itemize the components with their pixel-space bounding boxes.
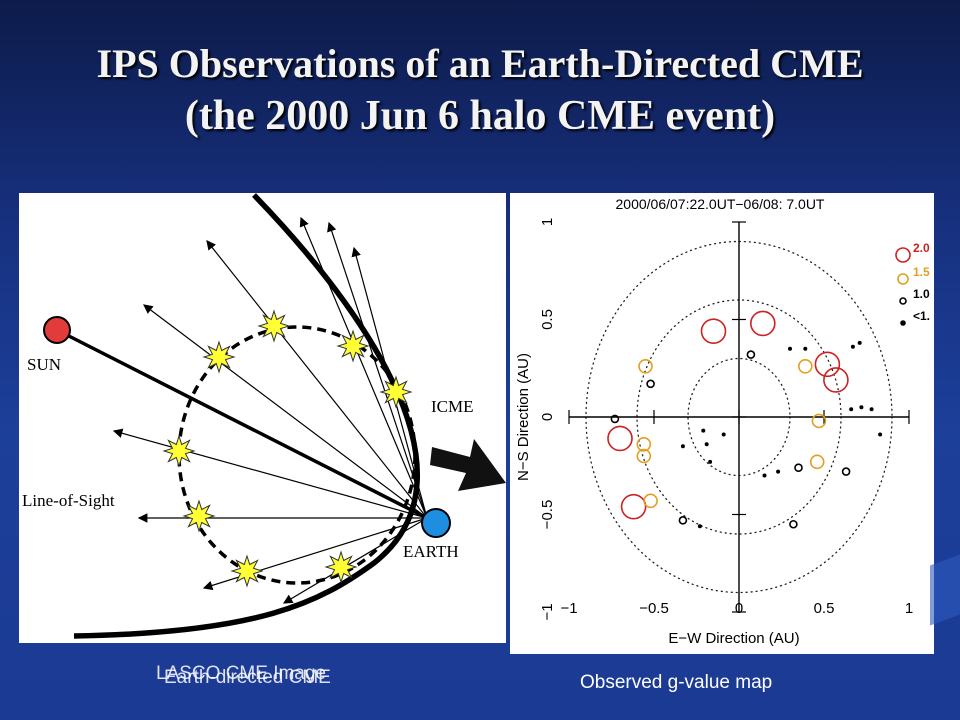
legend-marker (895, 247, 911, 263)
ips-star-icon (379, 375, 413, 409)
g-value-point (797, 359, 813, 374)
g-value-point (680, 444, 685, 449)
g-value-point (750, 310, 776, 337)
g-value-point (841, 467, 851, 476)
earth-icon (421, 508, 451, 538)
y-tick-label: 0 (539, 413, 556, 421)
map-ticks: −1 1 −0.5 0.5 0 0 0.5 −0.5 1 −1 (539, 218, 913, 621)
ips-star-icon (230, 554, 264, 588)
map-legend: 2.0 1.5 1.0 <1. (895, 241, 930, 326)
y-tick-label: −0.5 (539, 500, 556, 530)
g-value-point (636, 437, 652, 452)
y-tick-label: −1 (539, 603, 556, 620)
map-ylabel: N−S Direction (AU) (515, 353, 532, 481)
map-header: 2000/06/07:22.0UT−06/08: 7.0UT (616, 196, 825, 212)
sun-earth-line (56, 328, 428, 520)
ips-stars (162, 309, 413, 588)
legend-label: <1. (913, 309, 930, 323)
cme-schematic-diagram: SUN EARTH ICME Line-of-Sight (22, 193, 474, 639)
g-value-point (788, 346, 792, 351)
sun-label: SUN (27, 355, 61, 374)
icme-label: ICME (431, 397, 474, 416)
g-value-point (721, 432, 726, 437)
g-value-point (762, 473, 767, 478)
legend-label: 1.5 (913, 265, 930, 279)
g-value-map-chart: 2000/06/07:22.0UT−06/08: 7.0UT −1 1 −0.5 0.… (515, 196, 930, 647)
map-points (607, 310, 883, 529)
sun-icon (43, 316, 71, 344)
ray-line (327, 221, 428, 519)
decorative-shape (930, 554, 960, 626)
ray-line (143, 304, 428, 519)
caption-lasco: LASCO CME Image (156, 663, 326, 684)
g-value-point (789, 519, 798, 529)
g-value-point (700, 318, 727, 344)
legend-label: 2.0 (913, 241, 930, 255)
g-value-point (610, 414, 620, 424)
g-value-point (814, 351, 841, 378)
g-value-point (803, 346, 808, 351)
x-tick-label: −1 (560, 600, 577, 617)
g-value-map-panel: 2000/06/07:22.0UT−06/08: 7.0UT −1 1 −0.5 0.… (510, 193, 934, 654)
line-of-sight-label: Line-of-Sight (22, 491, 115, 510)
g-value-point (811, 413, 827, 429)
slide-title-line1: IPS Observations of an Earth-Directed CM… (96, 41, 864, 86)
g-value-point (823, 367, 849, 393)
x-tick-label: 0.5 (814, 600, 835, 617)
g-value-point (607, 425, 633, 452)
x-tick-label: 1 (905, 600, 913, 617)
legend-label: 1.0 (913, 287, 930, 301)
earth-label: EARTH (403, 542, 459, 561)
cme-schematic-panel: SUN EARTH ICME Line-of-Sight (19, 193, 506, 643)
g-value-point (809, 454, 825, 470)
g-value-point (638, 359, 653, 374)
g-value-point (704, 442, 709, 447)
g-value-point (776, 469, 781, 474)
ips-star-icon (182, 499, 216, 533)
line-of-sight-rays (112, 216, 428, 604)
ips-star-icon (202, 340, 236, 374)
g-value-point (859, 405, 864, 410)
g-value-point (857, 340, 862, 345)
g-value-point (646, 379, 655, 389)
pointer-arrow-icon (430, 439, 506, 491)
x-tick-label: −0.5 (639, 600, 669, 617)
g-value-point (878, 432, 883, 437)
ips-star-icon (257, 309, 291, 343)
g-value-point (708, 459, 713, 464)
g-value-point (636, 448, 652, 464)
g-value-point (701, 428, 706, 433)
legend-marker (900, 320, 906, 326)
caption-earth-directed: Earth-directed CME (164, 667, 331, 688)
slide-title-line2: (the 2000 Jun 6 halo CME event) (184, 93, 776, 139)
g-value-point (869, 407, 874, 412)
ray-line (112, 428, 428, 519)
y-tick-label: 1 (539, 218, 556, 226)
g-value-point (746, 350, 756, 359)
g-value-point (794, 463, 803, 473)
map-xlabel: E−W Direction (AU) (668, 630, 799, 647)
g-value-point (643, 493, 658, 509)
ips-star-icon (324, 550, 358, 584)
g-value-point (697, 524, 702, 529)
y-tick-label: 0.5 (539, 309, 556, 330)
legend-marker (897, 273, 909, 285)
caption-g-value-map: Observed g-value map (580, 672, 773, 693)
ray-line (206, 240, 428, 519)
cme-shell-dashed (177, 325, 417, 585)
g-value-point (678, 516, 688, 525)
ray-line (299, 216, 428, 519)
g-value-point (850, 344, 855, 349)
ips-star-icon (162, 434, 196, 468)
g-value-point (849, 407, 854, 412)
x-tick-label: 0 (735, 600, 743, 617)
ips-star-icon (336, 329, 370, 363)
icme-front-curve (73, 193, 421, 639)
g-value-point (620, 493, 647, 520)
legend-marker (899, 297, 907, 305)
